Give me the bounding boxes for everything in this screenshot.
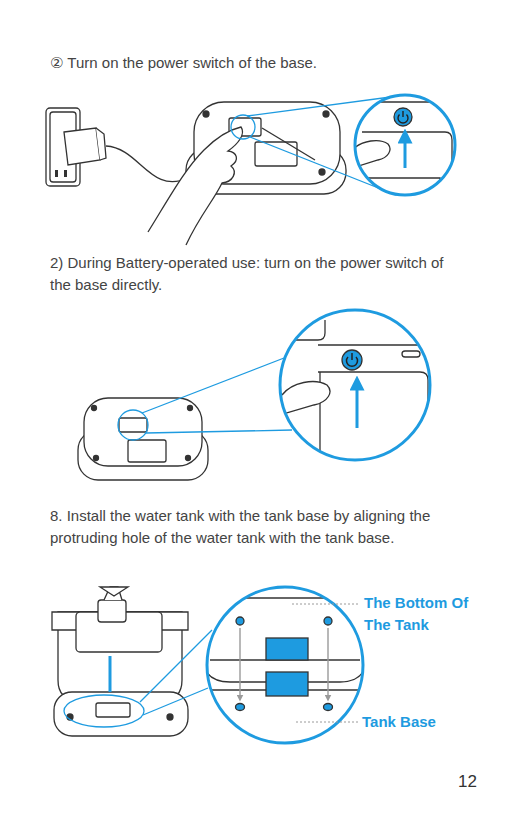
base-device (323, 111, 329, 117)
zoom-leader (231, 115, 255, 139)
install-arrow (109, 656, 112, 692)
instruction-text: ② Turn on the power switch of the base. (50, 52, 470, 74)
zoom-circle (205, 597, 365, 598)
zoom-circle (207, 587, 363, 743)
instruction-text: 2) During Battery-operated use: turn on … (50, 252, 468, 296)
zoom-circle (327, 628, 328, 698)
zoom-circle (280, 320, 428, 470)
leader-line (292, 604, 360, 722)
zoom-circle (350, 95, 458, 200)
zoom-circle (280, 310, 430, 460)
zoom-circle (280, 382, 330, 415)
wall-outlet (64, 170, 67, 177)
zoom-circle (280, 310, 430, 470)
zoom-leader (142, 358, 284, 413)
zoom-circle (280, 310, 430, 460)
leader-line (292, 604, 360, 605)
base-device (188, 406, 193, 411)
base-device (119, 418, 147, 432)
zoom-leader (64, 630, 212, 727)
water-tank (98, 600, 126, 622)
charger-plug (64, 128, 100, 165)
tank-base (54, 692, 188, 736)
tank-base (96, 703, 130, 717)
base-device (186, 456, 191, 461)
water-tank (100, 587, 128, 596)
install-arrow (110, 656, 111, 692)
zoom-circle (402, 111, 403, 117)
hand (148, 127, 243, 245)
zoom-leader (118, 358, 292, 440)
callout-label: The Bottom Of The Tank (364, 592, 476, 636)
zoom-circle (236, 704, 245, 711)
zoom-circle (394, 108, 412, 126)
base-device (203, 111, 209, 117)
base-device (78, 398, 208, 480)
zoom-leader (118, 410, 148, 440)
zoom-circle (318, 372, 428, 470)
zoom-leader (146, 430, 292, 433)
zoom-circle (266, 672, 308, 696)
charger-plug (96, 128, 106, 160)
water-tank (52, 587, 188, 700)
zoom-circle (351, 353, 353, 360)
zoom-circle (290, 320, 325, 340)
zoom-circle (355, 95, 455, 195)
zoom-leader (64, 695, 144, 727)
zoom-circle (207, 587, 363, 743)
zoom-circle (404, 136, 407, 168)
zoom-circle (350, 102, 458, 200)
zoom-circle (266, 638, 308, 660)
instruction-text: 8. Install the water tank with the tank … (50, 505, 468, 549)
base-device (319, 169, 325, 175)
zoom-leader (143, 688, 208, 715)
base-device (94, 456, 99, 461)
zoom-circle (236, 617, 244, 625)
zoom-circle (324, 704, 333, 711)
tank-base (167, 714, 173, 720)
zoom-circle (239, 628, 240, 698)
callout-label: Tank Base (362, 711, 472, 733)
zoom-circle (342, 350, 362, 370)
zoom-circle (324, 617, 332, 625)
tank-base (54, 692, 188, 736)
zoom-circle (205, 587, 365, 743)
wall-outlet (55, 170, 58, 177)
page-number: 12 (458, 770, 494, 795)
base-device (128, 440, 166, 462)
zoom-circle (205, 598, 365, 711)
hand (148, 127, 243, 245)
base-device (92, 406, 97, 411)
leader-line (296, 722, 358, 723)
zoom-circle (356, 383, 359, 428)
zoom-circle (402, 351, 420, 357)
base-device (262, 128, 315, 160)
